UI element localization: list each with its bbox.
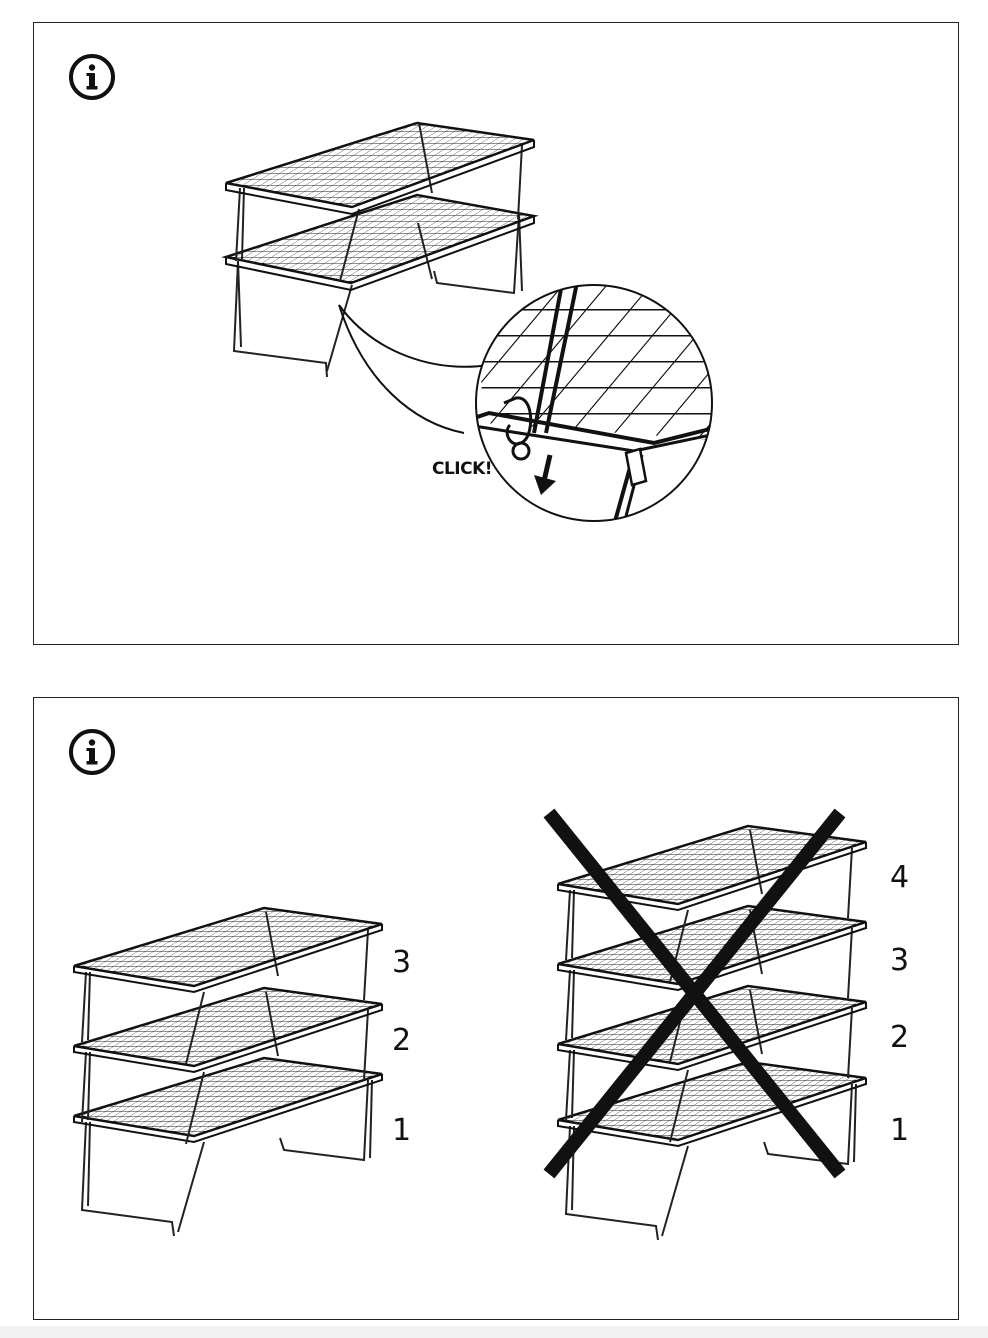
level-label: 4 [890,860,910,895]
level-label: 2 [890,1020,910,1055]
level-label: 2 [392,1023,412,1058]
info-circle-icon [69,729,115,775]
level-label: 1 [890,1113,910,1148]
two-tier-shelf-illustration [221,121,713,522]
cross-out-x-icon [543,808,846,1179]
click-callout: CLICK! [432,459,493,479]
level-label: 3 [890,943,910,978]
instruction-panel-click: CLICK! [33,22,959,645]
level-label: 1 [392,1113,412,1148]
correct-three-tier-stack [72,906,384,1237]
page-bottom-strip [0,1326,988,1338]
level-label: 3 [392,945,412,980]
stacking-illustrations [72,808,868,1241]
instruction-panel-stacking: 3 2 1 4 3 2 1 [33,697,959,1320]
info-circle-icon [69,54,115,100]
down-arrow-icon [534,454,556,495]
